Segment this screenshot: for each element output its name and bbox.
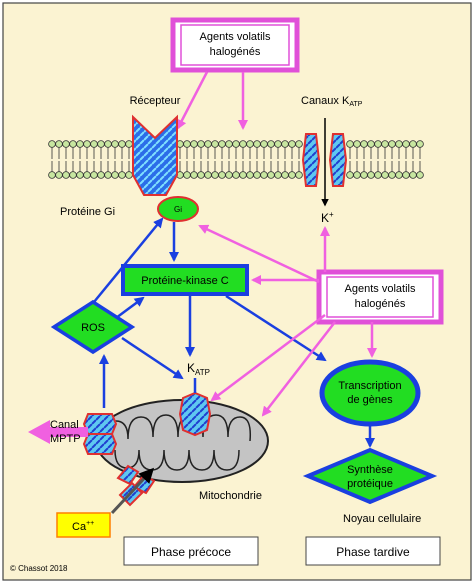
pkc-box bbox=[121, 264, 249, 296]
agents-right-line1: Agents volatils bbox=[345, 283, 416, 295]
mptp-channel bbox=[82, 413, 118, 455]
synthesis-line2: protéique bbox=[347, 478, 393, 490]
arrow-agents-to-mitochondria bbox=[261, 321, 336, 417]
nucleus-label: Noyau cellulaire bbox=[343, 513, 421, 525]
ros-diamond bbox=[50, 299, 136, 355]
transcription-line1: Transcription bbox=[338, 380, 401, 392]
arrow-agents-to-gi bbox=[198, 224, 320, 284]
arrow-ros-to-pkc bbox=[115, 296, 145, 320]
mito-katp-channel bbox=[178, 391, 212, 437]
cell-membrane bbox=[48, 140, 424, 179]
phase-early-label: Phase précoce bbox=[151, 545, 231, 559]
arrow-agents-to-mito-katp bbox=[210, 314, 326, 402]
transcription-line2: de gènes bbox=[347, 394, 393, 406]
arrow-pkc-to-transcription bbox=[225, 294, 327, 362]
ros-label: ROS bbox=[81, 322, 105, 334]
gi-protein-ellipse bbox=[157, 196, 199, 222]
agents-right-line2: halogénés bbox=[355, 298, 406, 310]
katp-channel-label: Canaux KATP bbox=[301, 95, 363, 108]
mptp-outflow-arrow bbox=[28, 420, 88, 444]
transcription-ellipse bbox=[319, 359, 421, 427]
pkc-label: Protéine-kinase C bbox=[141, 275, 228, 287]
mptp-label-line2: MPTP bbox=[50, 433, 81, 445]
arrow-calcium-entry bbox=[110, 467, 155, 515]
katp-label: KATP bbox=[187, 361, 210, 377]
katp-membrane-channel bbox=[301, 133, 348, 187]
agents-volatils-right-box: Agents volatils halogénés bbox=[316, 269, 444, 325]
mptp-label-line1: Canal bbox=[50, 419, 79, 431]
synthesis-diamond bbox=[302, 447, 438, 505]
calcium-box bbox=[56, 512, 111, 538]
receptor-label: Récepteur bbox=[130, 95, 181, 107]
arrow-agents-to-receptor bbox=[176, 71, 209, 130]
phase-late-label: Phase tardive bbox=[336, 545, 410, 559]
agents-top-line1: Agents volatils bbox=[200, 31, 271, 43]
potassium-label: K+ bbox=[321, 210, 334, 225]
phase-early-box bbox=[123, 536, 259, 566]
receptor-shape bbox=[132, 114, 178, 196]
arrow-ros-to-katp bbox=[121, 336, 184, 380]
arrow-ros-to-gi bbox=[93, 217, 164, 303]
agents-top-line2: halogénés bbox=[210, 46, 261, 58]
agents-volatils-top-box: Agents volatils halogénés bbox=[170, 17, 300, 73]
synthesis-line1: Synthèse bbox=[347, 464, 393, 476]
calcium-label: Ca++ bbox=[72, 520, 94, 533]
phase-late-box bbox=[305, 536, 441, 566]
gi-label: Gi bbox=[174, 205, 182, 214]
copyright: © Chassot 2018 bbox=[10, 564, 68, 573]
mitochondria-label: Mitochondrie bbox=[199, 490, 262, 502]
gi-protein-label: Protéine Gi bbox=[60, 206, 115, 218]
